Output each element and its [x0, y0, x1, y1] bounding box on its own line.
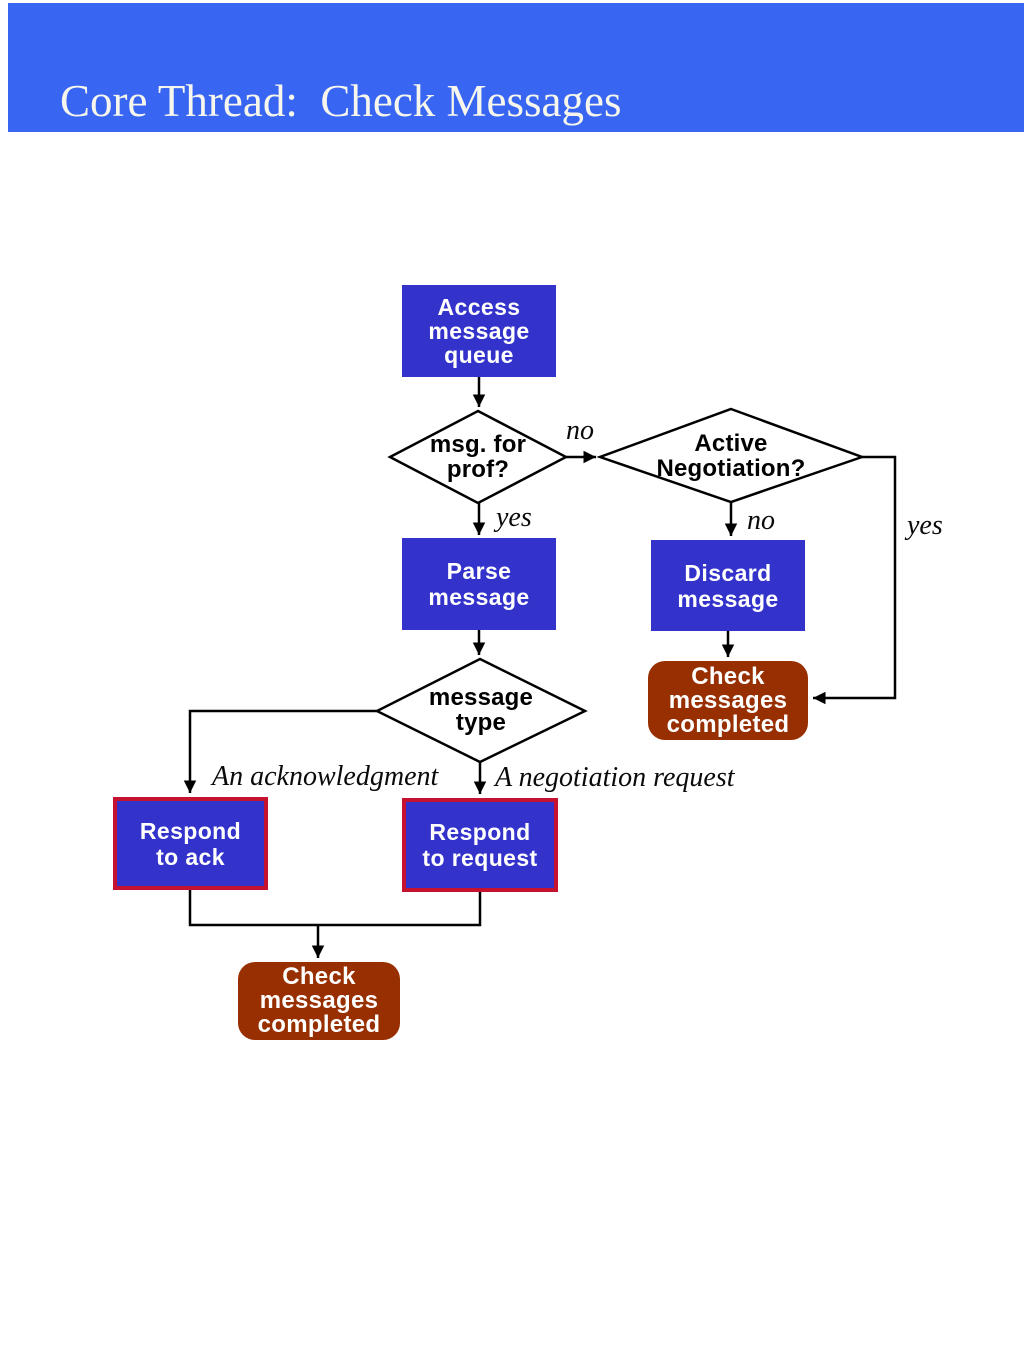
- label-line: Active: [694, 430, 768, 457]
- connector-negotiation-yes-to-check: [813, 455, 897, 705]
- process-access-message-queue: Access message queue: [402, 285, 556, 377]
- label-line: Access: [437, 294, 521, 320]
- title-bar: Core Thread: Check Messages: [8, 3, 1024, 132]
- label-line: Discard: [684, 559, 772, 586]
- decision-label-active-negotiation: Active Negotiation?: [656, 431, 805, 481]
- process-respond-to-ack: Respond to ack: [113, 797, 268, 890]
- edge-label-yes: yes: [907, 510, 943, 541]
- label-line: message: [677, 585, 779, 612]
- label-line: to request: [422, 845, 538, 871]
- terminator-check-messages-completed-bottom: Check messages completed: [238, 962, 400, 1040]
- label-line: Check: [691, 662, 765, 690]
- label-line: Respond: [429, 819, 531, 845]
- edge-label-yes: yes: [496, 502, 532, 533]
- connector-merge-line: [188, 890, 482, 927]
- label-line: msg. for: [429, 431, 527, 458]
- edge-label-acknowledgment: An acknowledgment: [212, 761, 439, 792]
- decision-message-type: [374, 657, 588, 764]
- label-line: message: [428, 584, 530, 610]
- terminator-check-messages-completed-right: Check messages completed: [648, 661, 808, 740]
- label-line: Check: [282, 963, 356, 990]
- process-parse-message: Parse message: [402, 538, 556, 630]
- decision-label-msg-for-prof: msg. for prof?: [430, 432, 526, 482]
- decision-label-message-type: message type: [429, 685, 533, 735]
- label-line: message: [428, 684, 534, 711]
- label-line: Respond: [139, 817, 242, 844]
- label-line: Negotiation?: [656, 455, 806, 482]
- label-line: message: [428, 318, 530, 344]
- label-line: messages: [259, 987, 379, 1014]
- edge-label-no: no: [566, 415, 594, 446]
- edge-label-no: no: [747, 505, 775, 536]
- decision-msg-for-prof: [387, 409, 569, 505]
- decision-active-negotiation: [596, 407, 866, 504]
- label-line: prof?: [446, 456, 510, 483]
- connector-type-to-ack: [183, 709, 377, 793]
- label-line: type: [455, 709, 507, 736]
- edge-label-negotiation-request: A negotiation request: [495, 762, 735, 793]
- label-line: queue: [444, 342, 514, 368]
- process-discard-message: Discard message: [651, 540, 805, 631]
- label-line: completed: [666, 710, 790, 738]
- label-line: messages: [668, 686, 788, 714]
- process-respond-to-request: Respond to request: [402, 798, 558, 892]
- label-line: Parse: [446, 558, 512, 584]
- label-line: to ack: [156, 843, 225, 870]
- label-line: completed: [257, 1011, 381, 1038]
- page-title: Core Thread: Check Messages: [60, 75, 622, 126]
